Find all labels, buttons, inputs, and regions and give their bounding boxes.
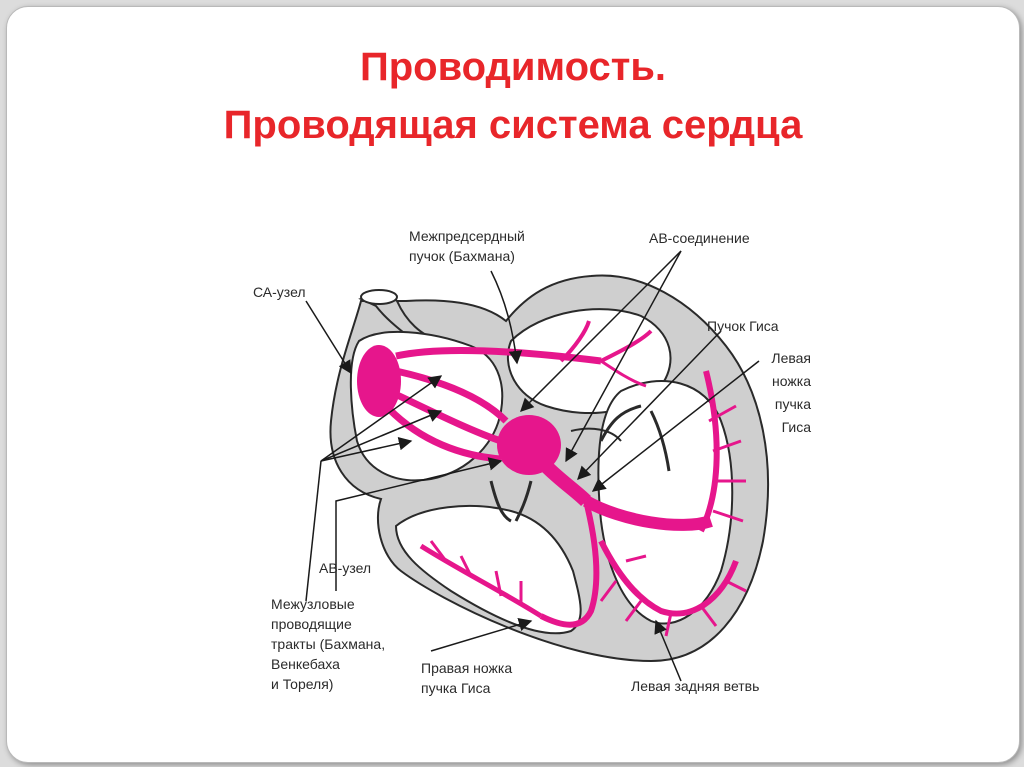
label-internodal-tracts-4: Венкебаха xyxy=(271,656,340,672)
leader-lines xyxy=(305,250,760,682)
diagram-labels: Межпредсердный пучок (Бахмана) АВ-соедин… xyxy=(253,228,811,696)
label-internodal-tracts-5: и Тореля) xyxy=(271,676,333,692)
slide-title-line-2: Проводящая система сердца xyxy=(223,103,803,147)
label-av-junction: АВ-соединение xyxy=(649,230,750,246)
label-internodal-tracts-3: тракты (Бахмана, xyxy=(271,636,385,652)
slide: Проводимость. Проводящая система сердца xyxy=(6,6,1020,763)
label-internodal-tracts-2: проводящие xyxy=(271,616,352,632)
slide-title-line-1: Проводимость. xyxy=(359,45,667,89)
label-av-node: АВ-узел xyxy=(319,560,371,576)
label-left-bundle-branch-3: пучка xyxy=(775,396,811,412)
label-left-bundle-branch-2: ножка xyxy=(772,373,811,389)
sa-node-shape xyxy=(357,345,401,417)
heart-conduction-diagram: Межпредсердный пучок (Бахмана) АВ-соедин… xyxy=(253,228,811,696)
label-right-bundle-branch-1: Правая ножка xyxy=(421,660,512,676)
av-node-shape xyxy=(497,415,561,475)
label-left-posterior-fascicle: Левая задняя ветвь xyxy=(631,678,759,694)
label-left-bundle-branch-1: Левая xyxy=(771,350,811,366)
label-sa-node: СА-узел xyxy=(253,284,306,300)
label-interatrial-bundle-2: пучок (Бахмана) xyxy=(409,248,515,264)
label-right-bundle-branch-2: пучка Гиса xyxy=(421,680,491,696)
label-interatrial-bundle-1: Межпредсердный xyxy=(409,228,525,244)
label-internodal-tracts-1: Межузловые xyxy=(271,596,355,612)
label-his-bundle: Пучок Гиса xyxy=(707,318,779,334)
label-left-bundle-branch-4: Гиса xyxy=(782,419,812,435)
